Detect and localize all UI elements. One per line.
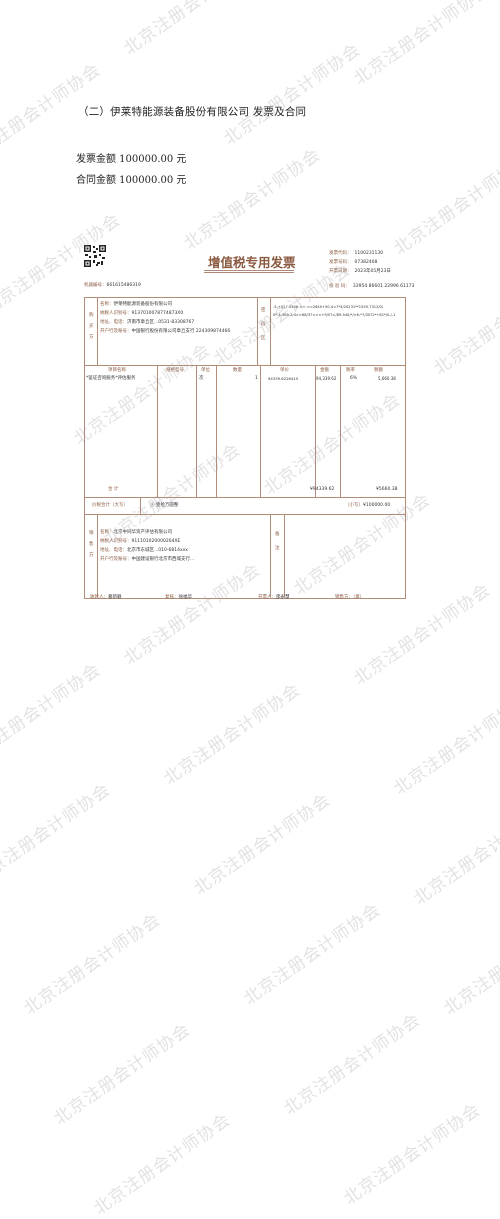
seller-address: 地址、电话：北京市东城区...010-6814xxx [100, 548, 188, 553]
col-item-header: 项目名称 [108, 368, 126, 373]
col-price-header: 单价 [280, 368, 289, 373]
item-qty: 1 [255, 376, 258, 381]
title-rule [204, 270, 294, 273]
item-amount: 94,339.62 [316, 376, 337, 381]
col-qty-header: 数量 [233, 368, 242, 373]
invoice-date: 开票日期：2023年05月23日 [329, 269, 391, 274]
total-tax: ¥5660.38 [376, 487, 398, 492]
seller-side-label: 销售方 [89, 531, 94, 558]
seller-bank: 开户行及账号：中国建设银行北京市西城支行... [100, 557, 195, 562]
watermark-text: 北京注册会计师协会 [190, 789, 335, 900]
invoice-amount-line: 发票金额 100000.00 元 [76, 154, 187, 165]
grand-total-small: （小写）¥100000.00 [345, 503, 391, 508]
col-amount-header: 金额 [320, 368, 329, 373]
item-unit: 次 [199, 376, 204, 381]
cipher-line: 0*-4-309-2/4>>68/37<<<+9/07>/89-540/*/>6… [273, 313, 396, 317]
watermark-text: 北京注册会计师协会 [350, 0, 495, 90]
invoice-number: 发票号码：07382408 [329, 260, 378, 265]
cipher-line: -5-+027-0406-<+-<<2640+50-4<7*4/20231**1… [273, 305, 384, 309]
buyer-side-label: 购买方 [89, 313, 94, 340]
watermark-text: 北京注册会计师协会 [120, 0, 265, 60]
drawer: 开票人：邵永慧 [258, 595, 290, 600]
watermark-text: 北京注册会计师协会 [240, 899, 385, 1010]
item-name: *鉴证咨询服务*评估服务 [86, 376, 136, 381]
buyer-bank: 开户行及账号：中国银行股份有限公司章丘支行 224309874466 [100, 329, 231, 334]
contract-amount-line: 合同金额 100000.00 元 [76, 175, 187, 186]
machine-number: 机器编号：661615486319 [84, 283, 141, 288]
grand-total-words: ⓧ 壹拾万圆整 [150, 503, 179, 508]
watermark-text: 北京注册会计师协会 [160, 679, 305, 790]
seller-name: 名称：北京中同华资产评估有限公司 [100, 530, 172, 535]
invoice-frame [84, 297, 406, 599]
item-tax: 5,660.38 [378, 376, 396, 381]
watermark-text: 北京注册会计师协会 [20, 909, 165, 1020]
watermark-text: 北京注册会计师协会 [440, 909, 500, 1020]
grand-total-label: 价税合计（大写） [92, 503, 128, 508]
watermark-text: 北京注册会计师协会 [390, 689, 500, 800]
buyer-address: 地址、电话：济南市章丘区...0531-83308767 [100, 320, 195, 325]
reviewer: 复核：徐福华 [165, 595, 192, 600]
section-heading: （二）伊莱特能源装备股份有限公司 发票及合同 [78, 106, 307, 118]
invoice-code: 发票代码：1100231130 [329, 251, 384, 256]
watermark-text: 北京注册会计师协会 [0, 779, 115, 890]
item-rate: 6% [350, 376, 358, 381]
seller-tax-id: 纳税人识别号：911101020000264XE [100, 539, 181, 544]
col-spec-header: 规格型号 [166, 368, 184, 373]
col-rate-header: 税率 [346, 368, 355, 373]
watermark-text: 北京注册会计师协会 [220, 39, 365, 150]
col-unit-header: 单位 [201, 368, 210, 373]
watermark-text: 北京注册会计师协会 [180, 144, 325, 255]
watermark-text: 北京注册会计师协会 [390, 149, 500, 260]
buyer-name: 名称：伊莱特能源装备股份有限公司 [100, 302, 172, 307]
watermark-text: 北京注册会计师协会 [50, 1019, 195, 1130]
watermark-text: 北京注册会计师协会 [0, 659, 105, 770]
qr-code-icon [84, 245, 106, 267]
watermark-text: 北京注册会计师协会 [430, 269, 500, 380]
watermark-text: 北京注册会计师协会 [410, 799, 500, 910]
buyer-tax-id: 纳税人识别号：9137010078774873X0 [100, 311, 184, 316]
watermark-text: 北京注册会计师协会 [340, 1099, 485, 1210]
invoice-title: 增值税专用发票 [208, 255, 296, 270]
watermark-text: 北京注册会计师协会 [280, 1009, 425, 1120]
seal-label: 销售方：（章） [335, 595, 365, 600]
total-label: 合 计 [108, 487, 119, 492]
item-price: 94339.6226415 [268, 376, 299, 381]
cipher-area-label: 密码区 [261, 308, 266, 341]
payee: 收款人：葛新颖 [90, 595, 122, 600]
check-code: 校 验 码：33954 86601 22996 61173 [329, 284, 415, 289]
col-tax-header: 税额 [374, 368, 383, 373]
watermark-text: 北京注册会计师协会 [90, 1109, 235, 1219]
remark-label: 备注 [275, 532, 280, 551]
total-amount: ¥94339.62 [310, 487, 335, 492]
